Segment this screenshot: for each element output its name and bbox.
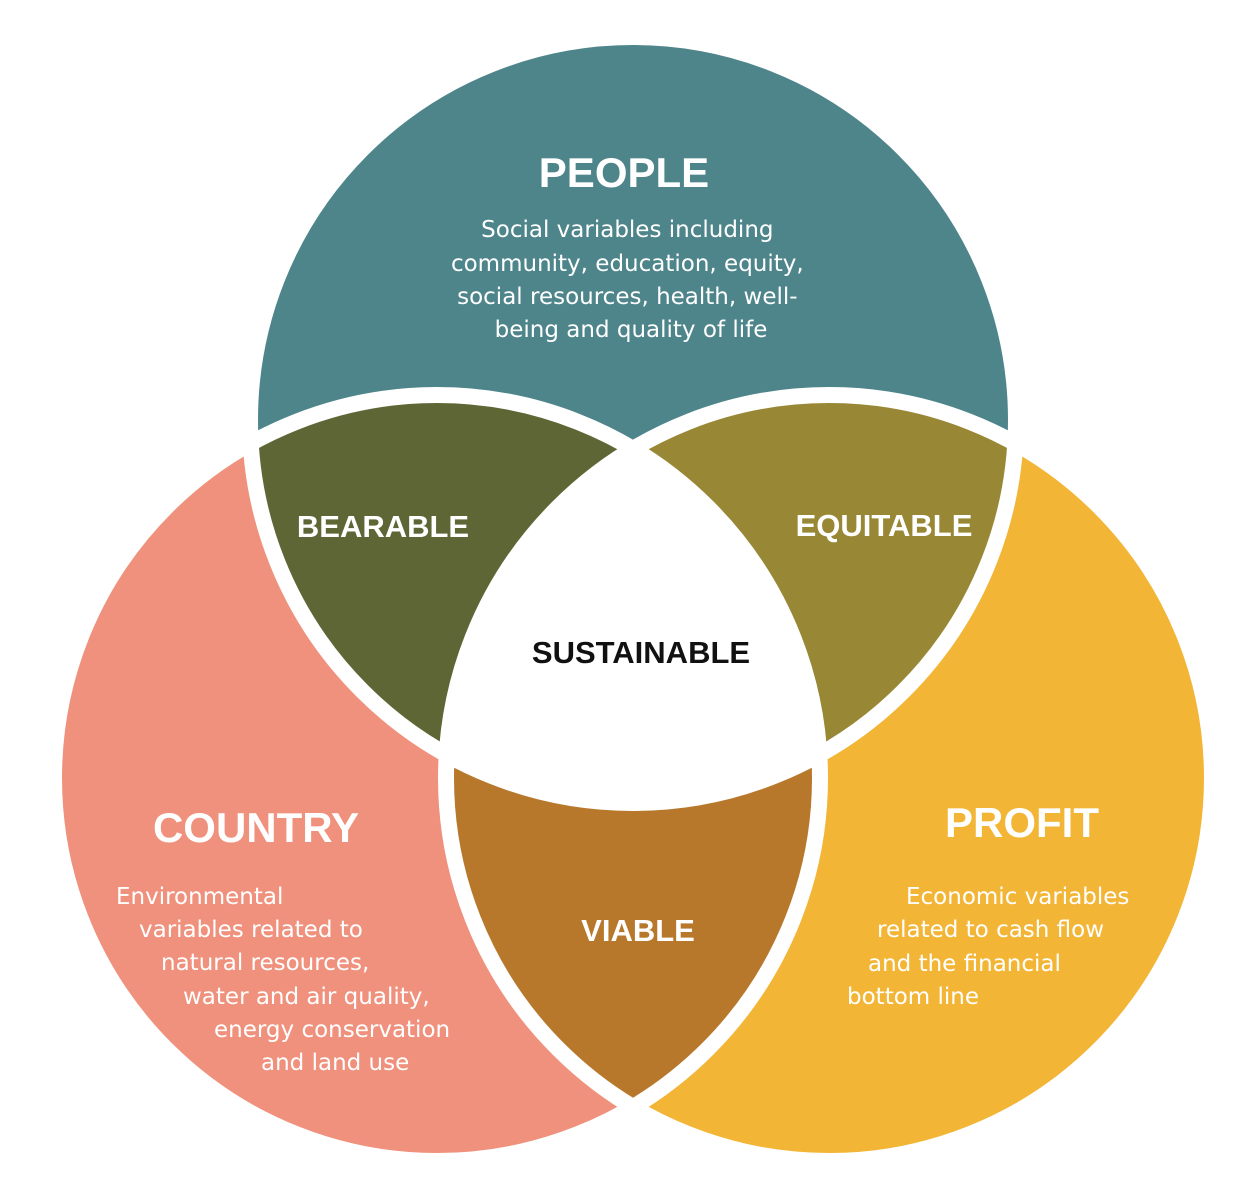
country-desc-line: Environmental [116, 884, 283, 910]
people-title: PEOPLE [539, 149, 709, 196]
country-outline [46, 387, 828, 1169]
country-desc-line: water and air quality, [183, 984, 430, 1010]
country-description: Environmental variables related to natur… [116, 884, 457, 1076]
bearable-label: BEARABLE [297, 509, 469, 544]
profit-desc-line: bottom line [847, 984, 979, 1010]
sustainable-region [446, 395, 820, 803]
people-description: Social variables including community, ed… [451, 217, 811, 343]
equitable-label: EQUITABLE [796, 508, 973, 543]
profit-desc-line: and the financial [868, 951, 1061, 977]
people-desc-line: social resources, health, well- [457, 284, 797, 310]
country-desc-line: and land use [261, 1050, 409, 1076]
country-desc-line: natural resources, [161, 950, 369, 976]
viable-label: VIABLE [581, 913, 695, 948]
people-desc-line: being and quality of life [495, 317, 768, 343]
profit-title: PROFIT [945, 799, 1099, 846]
country-desc-line: energy conservation [214, 1017, 450, 1043]
people-outline [242, 29, 1024, 811]
profit-outline [438, 387, 1220, 1169]
sustainable-label: SUSTAINABLE [532, 635, 750, 670]
people-desc-line: community, education, equity, [451, 251, 804, 277]
people-desc-line: Social variables including [481, 217, 773, 243]
profit-desc-line: related to cash flow [877, 917, 1104, 943]
country-desc-line: variables related to [139, 917, 363, 943]
profit-desc-line: Economic variables [906, 884, 1129, 910]
country-title: COUNTRY [153, 804, 359, 851]
profit-description: Economic variables related to cash flow … [847, 884, 1137, 1010]
